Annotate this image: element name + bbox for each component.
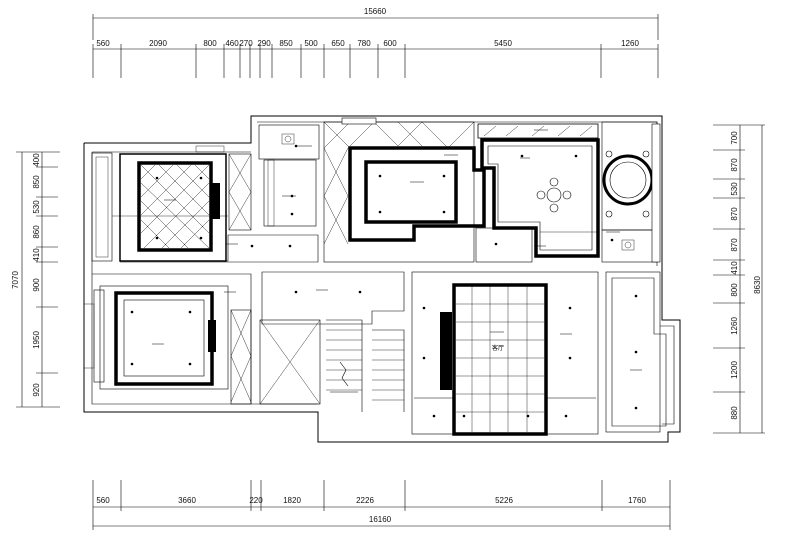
right-dimension-chain: 700 870 530 870 870 410 800 1260 1200 88… [713, 124, 765, 434]
top-dimension-chain: 15660 560 2090 800 460 270 290 850 500 6… [92, 7, 659, 78]
right-dim-2: 870 [730, 158, 739, 172]
right-dim-5: 870 [730, 238, 739, 252]
top-total-dimension: 15660 [364, 7, 387, 16]
right-dim-4: 870 [730, 207, 739, 221]
left-dim-8: 920 [32, 383, 41, 397]
left-total-dimension: 7070 [11, 271, 20, 289]
outer-walls [83, 115, 681, 443]
right-dim-7: 800 [730, 283, 739, 297]
top-dim-13: 1260 [621, 39, 639, 48]
right-dim-3: 530 [730, 182, 739, 196]
bottom-dim-3: 220 [249, 496, 263, 505]
left-dim-2: 850 [32, 175, 41, 189]
bottom-dim-4: 1820 [283, 496, 301, 505]
left-dimension-chain: 7070 400 850 530 860 410 900 1950 920 [11, 151, 60, 408]
bottom-dim-1: 560 [96, 496, 110, 505]
master-bedroom-top-right [475, 123, 600, 263]
top-dim-5: 270 [239, 39, 253, 48]
stair-core [259, 271, 405, 412]
top-dim-1: 560 [96, 39, 110, 48]
bottom-dimension-chain: 560 3660 220 1820 2226 5226 1760 16160 [92, 480, 671, 530]
top-dim-11: 600 [383, 39, 397, 48]
ceiling-light-marks [130, 144, 638, 418]
right-dim-9: 1200 [730, 361, 739, 379]
left-dim-4: 860 [32, 225, 41, 239]
living-room-label: 客厅 [492, 344, 504, 352]
right-dim-6: 410 [730, 261, 739, 275]
bathroom-top-center [258, 124, 320, 227]
living-room: 客厅 [411, 271, 599, 436]
left-dim-3: 530 [32, 200, 41, 214]
bottom-total-dimension: 16160 [369, 515, 392, 524]
right-dim-10: 880 [730, 406, 739, 420]
top-dim-7: 850 [279, 39, 293, 48]
right-total-dimension: 8630 [753, 276, 762, 294]
right-dim-1: 700 [730, 131, 739, 145]
left-dim-1: 400 [32, 153, 41, 167]
top-dim-8: 500 [304, 39, 318, 48]
top-dim-4: 460 [225, 39, 239, 48]
ceiling-height-annotations [152, 129, 642, 371]
bottom-dim-2: 3660 [178, 496, 196, 505]
bedroom-top-center [323, 117, 486, 263]
bottom-dim-5: 2226 [356, 496, 374, 505]
bottom-dim-6: 5226 [495, 496, 513, 505]
bottom-dim-7: 1760 [628, 496, 646, 505]
top-dim-9: 650 [331, 39, 345, 48]
bedroom-top-left [91, 145, 319, 263]
top-dim-12: 5450 [494, 39, 512, 48]
right-dim-8: 1260 [730, 317, 739, 335]
room-far-right-bottom [605, 271, 667, 433]
bedroom-bottom-left [83, 273, 252, 405]
top-dim-2: 2090 [149, 39, 167, 48]
top-dim-10: 780 [357, 39, 371, 48]
left-dim-6: 900 [32, 278, 41, 292]
left-dim-7: 1950 [32, 331, 41, 349]
top-dim-3: 800 [203, 39, 217, 48]
top-dim-6: 290 [257, 39, 271, 48]
room-far-right-top [601, 121, 661, 263]
left-dim-5: 410 [32, 248, 41, 262]
